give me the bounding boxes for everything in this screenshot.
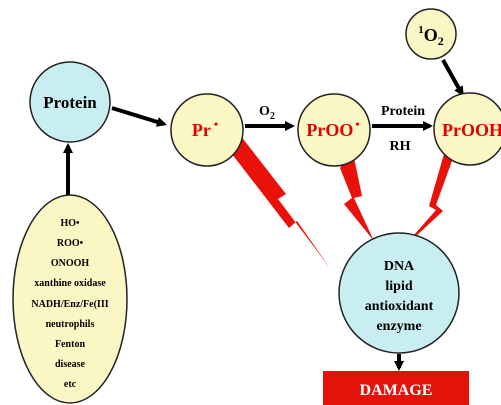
damage-label: DAMAGE xyxy=(360,382,433,399)
singlet-oxygen-label: 1O2 xyxy=(418,24,444,48)
proo-h-node xyxy=(433,92,501,166)
pr-radical-node xyxy=(170,93,244,167)
protein-node xyxy=(29,61,111,143)
sources-ellipse xyxy=(12,194,128,404)
lightning-bolt-pr xyxy=(222,126,330,268)
damage-box xyxy=(323,371,469,405)
protein-arrow-label: Protein xyxy=(381,104,425,119)
o2-arrow-label: O2 xyxy=(259,104,275,122)
target-item: lipid xyxy=(385,279,412,294)
source-item: HO• xyxy=(60,218,80,229)
source-item: ROO• xyxy=(57,238,84,249)
source-item: ONOOH xyxy=(51,258,90,269)
source-item: xanthine oxidase xyxy=(34,278,106,289)
proo-h-label: PrOOH xyxy=(442,120,501,140)
arrow-singlet-oxygen-to-proo-h xyxy=(441,59,464,97)
singlet-oxygen-node xyxy=(405,8,457,60)
proo-radical-node xyxy=(297,93,371,167)
target-item: enzyme xyxy=(376,319,421,334)
proo-radical-label: PrOO• xyxy=(306,117,359,140)
lightning-bolt-proo xyxy=(340,148,374,241)
source-item: Fenton xyxy=(55,339,85,350)
targets-list: DNA lipid antioxidant enzyme xyxy=(365,259,434,334)
rh-arrow-label: RH xyxy=(390,139,411,154)
lightning-bolt-proo-h xyxy=(400,136,461,251)
target-item: antioxidant xyxy=(365,299,434,314)
protein-label: Protein xyxy=(43,93,97,112)
sources-list: HO• ROO• ONOOH xanthine oxidase NADH/Enz… xyxy=(31,218,108,390)
source-item: neutrophils xyxy=(46,319,95,330)
source-item: etc xyxy=(64,379,77,390)
pr-radical-label: Pr• xyxy=(192,117,218,140)
source-item: NADH/Enz/Fe(III xyxy=(31,299,108,310)
arrow-protein-to-pr xyxy=(111,106,167,127)
target-item: DNA xyxy=(384,259,415,274)
source-item: disease xyxy=(55,359,86,370)
targets-node xyxy=(338,232,460,354)
